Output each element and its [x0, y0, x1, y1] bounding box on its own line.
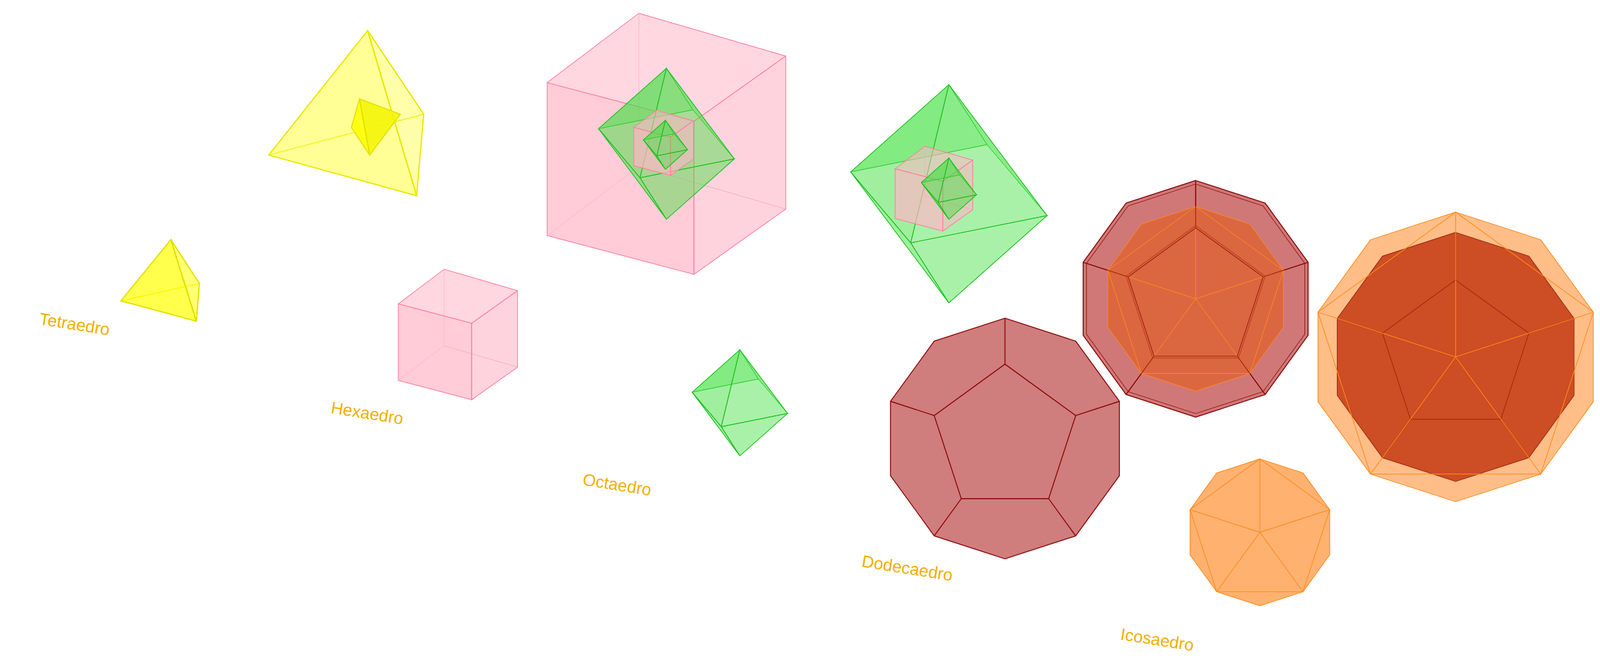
icosahedron-with-dual [1318, 212, 1594, 502]
tetrahedron-with-dual [268, 30, 424, 196]
icosahedron [1190, 459, 1330, 606]
cube [398, 269, 518, 400]
cube-with-duals [547, 13, 786, 274]
solid-name: Tetraedro [37, 309, 112, 340]
dodecahedron-with-dual [1083, 180, 1308, 417]
dodecahedron [890, 317, 1120, 559]
octahedron [692, 349, 788, 456]
tetrahedron [120, 239, 200, 322]
octahedron-with-duals [850, 84, 1048, 303]
solid-name: Hexaedro [329, 398, 405, 429]
solid-name: Dodecaedro [860, 551, 955, 585]
solid-name: Icosaedro [1119, 624, 1196, 656]
solid-name: Octaedro [581, 469, 654, 500]
